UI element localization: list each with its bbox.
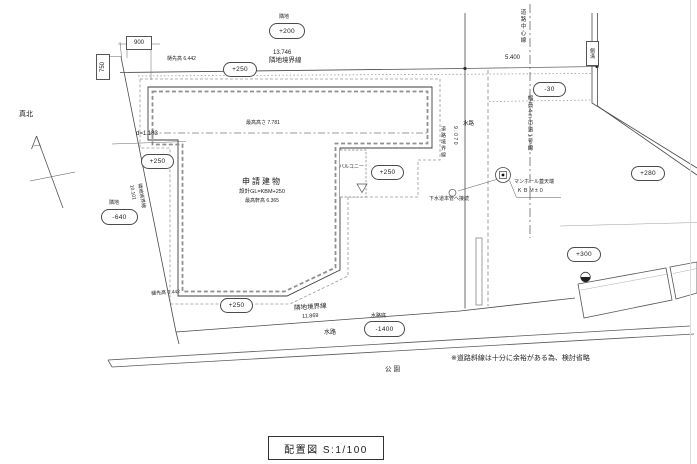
waterway-length-dim: 9.070 bbox=[452, 126, 458, 147]
level-badge-site-top: +250 bbox=[223, 62, 257, 77]
window-edge-divider bbox=[690, 0, 691, 464]
manhole-label-line1: マンホール蓋天端 bbox=[514, 179, 555, 185]
site-boundary-lines bbox=[119, 56, 576, 345]
setback-dotted-lines bbox=[137, 73, 593, 102]
building-design-gl: 設計GL=KBM+250 bbox=[239, 189, 285, 195]
dim-750-box: 750 bbox=[96, 54, 110, 80]
balcony-outline bbox=[340, 149, 368, 198]
waterway-lines bbox=[107, 325, 695, 368]
side-wall-rect bbox=[475, 237, 483, 306]
level-badge-east: +280 bbox=[631, 166, 665, 181]
road-boundary-label: 道路境界線 bbox=[440, 126, 446, 159]
roadside-gutter-line bbox=[597, 13, 697, 176]
level-badge-southeast: +300 bbox=[567, 247, 601, 262]
waterway-bed-tag: 水路底 bbox=[371, 313, 387, 319]
adjacent-land-tag-left: 隣地 bbox=[109, 200, 120, 206]
balcony-label: バルコニー bbox=[339, 164, 364, 170]
d-offset-label: d=1.183 bbox=[136, 131, 158, 137]
sewer-connection-label: 下水道本管へ接続 bbox=[429, 196, 470, 202]
level-badge-adjacent-left: -640 bbox=[101, 209, 138, 225]
building-max-eave-height: 最高軒高 6.365 bbox=[245, 198, 279, 204]
boundary-top-label: 隣地境界線 bbox=[269, 57, 302, 64]
road-lines bbox=[464, 4, 697, 309]
boundary-top-length: 13.746 bbox=[273, 50, 292, 56]
site-boundary-top bbox=[119, 68, 466, 73]
building-footprint bbox=[147, 86, 433, 297]
benchmark-symbol bbox=[580, 271, 591, 283]
sewer-connection-circle bbox=[448, 188, 457, 197]
site-boundary-bottom bbox=[175, 297, 576, 333]
level-badge-water-bed: -1400 bbox=[364, 321, 405, 337]
waterway-right-label: 水路 bbox=[463, 121, 475, 127]
max-height-label: 最高高さ 7.781 bbox=[246, 120, 280, 126]
building-wall-hatch bbox=[151, 90, 429, 293]
level-badge-site-left: +250 bbox=[141, 154, 174, 169]
boundary-bottom-length: 11.869 bbox=[301, 312, 319, 320]
level-badge-balcony: +250 bbox=[371, 165, 404, 180]
road-slope-note: ※道路斜線は十分に余裕がある為、検討省略 bbox=[451, 355, 590, 362]
level-badge-road-offset: -30 bbox=[533, 82, 566, 97]
dim-900-box: 900 bbox=[126, 36, 152, 50]
level-badge-adjacent-top: +200 bbox=[269, 23, 305, 39]
eaves-outline bbox=[139, 78, 441, 305]
waterway-bottom-label: 水路 bbox=[324, 330, 337, 336]
north-arrow-icon bbox=[29, 135, 76, 209]
adjacent-land-tag-top: 隣地 bbox=[279, 14, 290, 20]
road-width-dim: 5.400 bbox=[505, 55, 521, 61]
retaining-wall bbox=[577, 261, 697, 319]
park-label: 公園 bbox=[385, 366, 402, 373]
gutter-height-top-label: 樋先高 6.442 bbox=[167, 56, 196, 62]
level-badge-site-bottom: +250 bbox=[220, 298, 253, 313]
road-name-label: 幅員4m市道1号線 bbox=[526, 95, 533, 153]
roadside-gutter-line bbox=[591, 13, 697, 169]
manhole-symbol bbox=[448, 167, 561, 198]
gutter-box-label: 側溝 bbox=[586, 41, 599, 66]
manhole-label-line2: ＫＢＭ±０ bbox=[517, 188, 545, 194]
dimension-5400-line bbox=[464, 66, 598, 69]
road-center-label: 道路中心線 bbox=[519, 9, 526, 44]
drawing-title-box: 配置図 S:1/100 bbox=[268, 436, 384, 460]
level-triangle-icon bbox=[356, 183, 368, 194]
north-label: 真北 bbox=[19, 111, 33, 118]
building-name: 申請建物 bbox=[242, 177, 282, 186]
